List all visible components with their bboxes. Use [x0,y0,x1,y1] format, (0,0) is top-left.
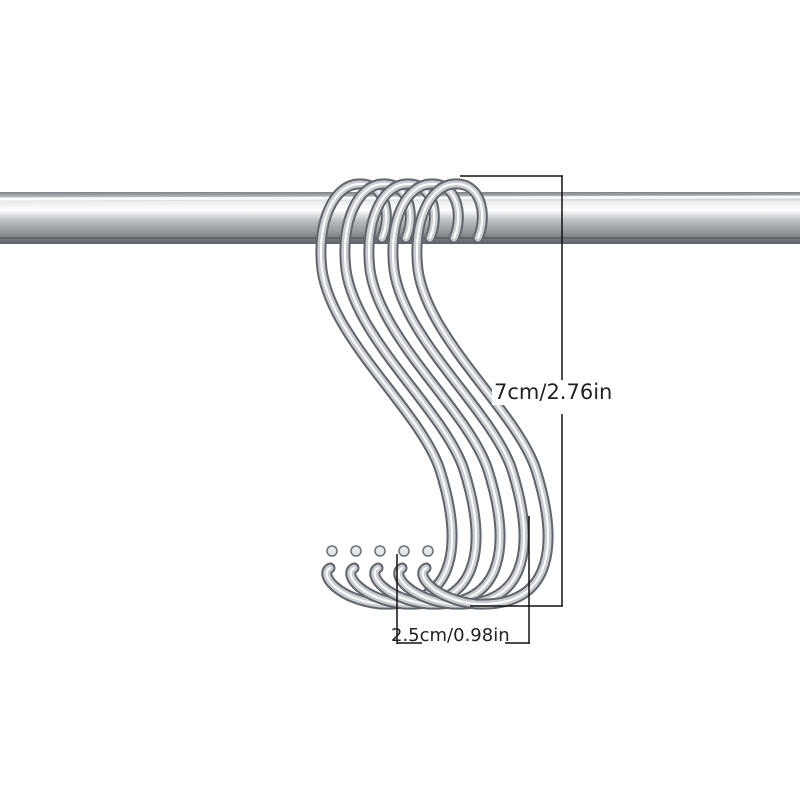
s-hook-tip [326,545,338,557]
s-hook-tip [398,545,410,557]
height-dimension-label: 7cm/2.76in [492,380,615,405]
width-dimension-lines [396,516,530,644]
s-hook-tip [422,545,434,557]
height-dimension-lines [460,175,563,607]
width-dimension-label: 2.5cm/0.98in [391,625,510,646]
s-hook-tip [374,545,386,557]
s-hook-tip [350,545,362,557]
